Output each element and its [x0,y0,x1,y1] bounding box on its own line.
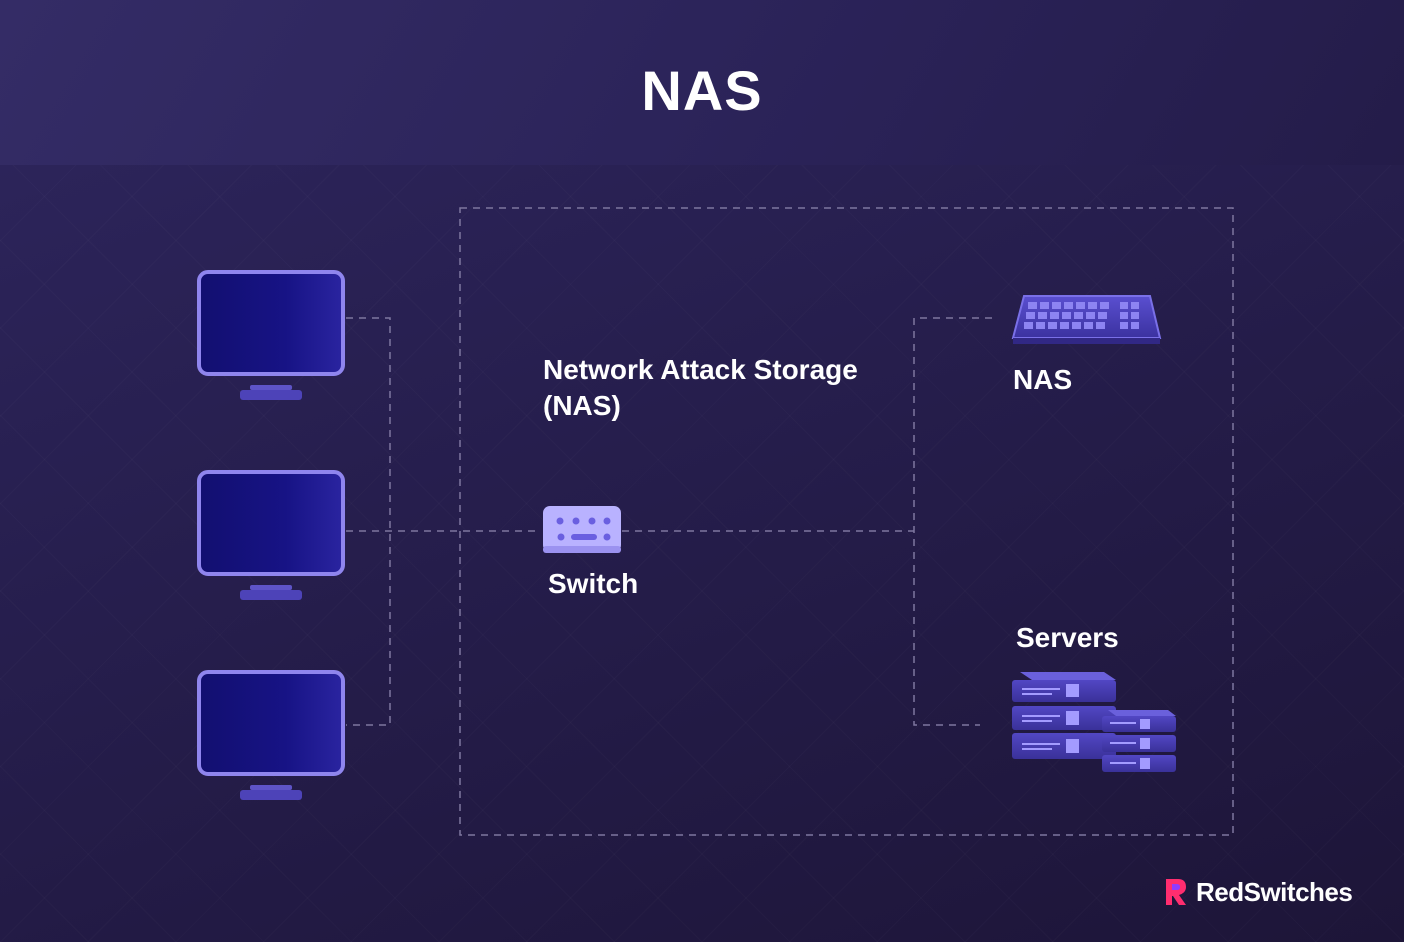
monitor-icon [197,270,345,400]
connection-lines [346,207,1234,836]
nas-device-icon [1011,295,1162,344]
servers-label: Servers [1016,622,1119,653]
server-stack-icon [1012,672,1176,772]
brand-logo: RedSwitches [1164,872,1353,912]
switch-label: Switch [548,568,639,599]
brand-name: RedSwitches [1196,876,1353,907]
network-storage-label: Network Attack Storage (NAS) [543,354,858,421]
monitor-icon [197,670,345,800]
nas-label: NAS [1013,364,1073,395]
header-band [0,0,1404,165]
redswitches-logo-icon [1166,879,1186,905]
monitor-icon [197,470,345,600]
storage-trunk-line [913,317,992,726]
page-title: NAS [641,59,763,122]
monitor-top-link [346,317,391,726]
nas-boundary-box [459,207,1234,836]
switch-icon [543,506,621,553]
